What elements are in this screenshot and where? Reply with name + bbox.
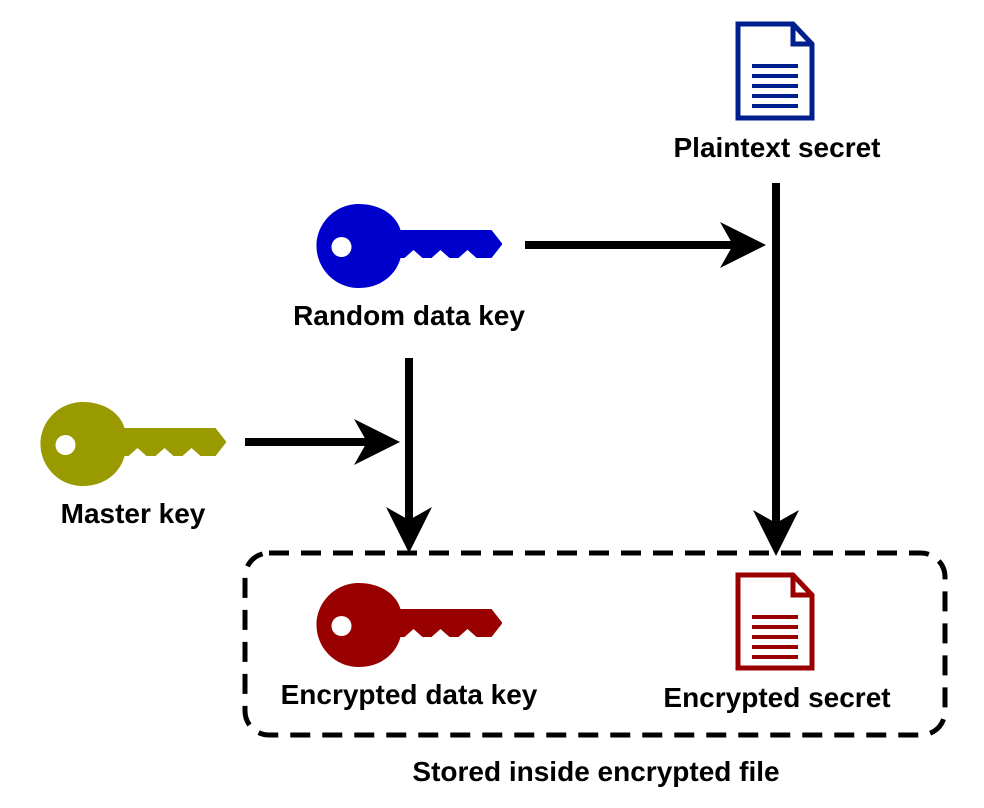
master-key-icon: [40, 402, 226, 486]
encrypted-data-key-label: Encrypted data key: [280, 679, 538, 710]
plaintext-secret-label: Plaintext secret: [673, 132, 881, 163]
stored-inside-caption: Stored inside encrypted file: [412, 756, 780, 787]
encrypted-secret-label: Encrypted secret: [663, 682, 891, 713]
plaintext-document-icon: [735, 21, 815, 121]
arrow-random-key-to-plaintext: [525, 222, 766, 268]
random-data-key-icon: [316, 204, 502, 288]
master-key-label: Master key: [60, 498, 206, 529]
encrypted-document-icon: [735, 572, 815, 671]
encrypted-file-box: [242, 550, 948, 738]
arrow-master-key-to-data-key: [245, 419, 400, 465]
random-data-key-label: Random data key: [293, 300, 525, 331]
encrypted-data-key-icon: [316, 583, 502, 667]
arrow-random-key-to-encrypted-key: [386, 358, 432, 553]
arrow-plaintext-to-encrypted-secret: [753, 183, 799, 556]
